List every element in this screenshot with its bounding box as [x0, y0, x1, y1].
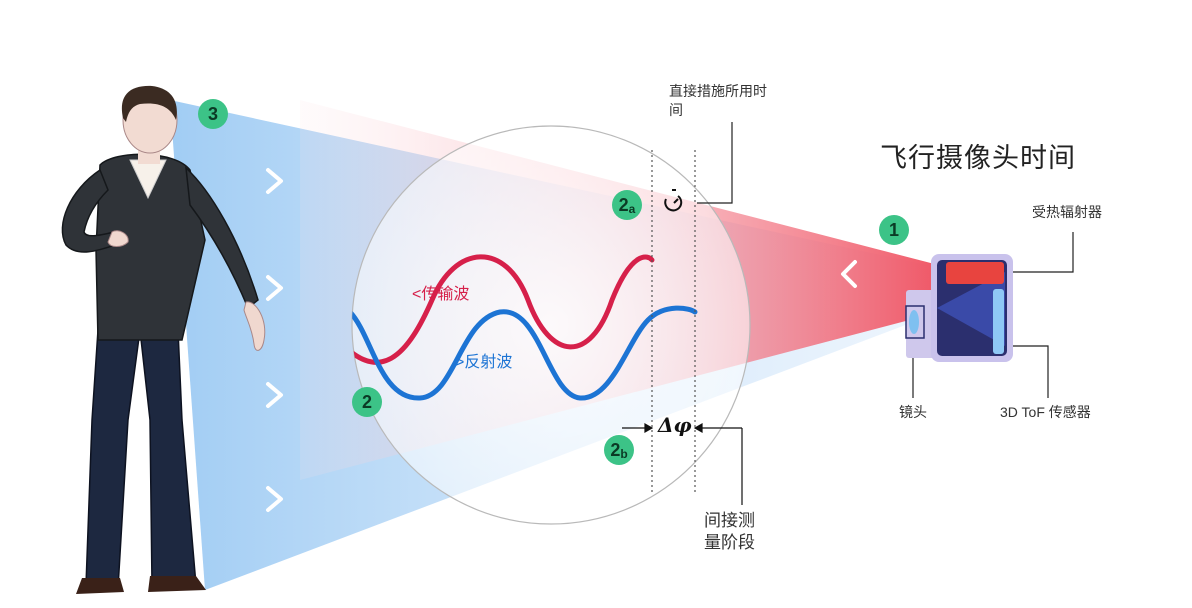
step-2b-sub: b	[620, 447, 628, 461]
step-2b-main: 2	[610, 440, 621, 460]
diagram-title: 飞行摄像头时间	[880, 143, 1076, 173]
direct-time-label-line1: 直接措施所用时	[669, 83, 767, 99]
indirect-phase-label: 间接测 量阶段	[704, 510, 755, 554]
step-3-badge: 3	[198, 99, 228, 129]
step-2a-sub: a	[628, 202, 636, 216]
person-figure	[61, 85, 266, 594]
tof-camera	[905, 254, 1013, 362]
step-2-badge: 2	[352, 387, 382, 417]
magnifier-circle	[351, 125, 751, 525]
chevron-left-icon	[841, 260, 857, 288]
transmit-wave	[352, 254, 655, 365]
sensor-leader	[1003, 345, 1049, 398]
indirect-phase-label-line1: 间接测	[704, 511, 755, 530]
lens-element	[909, 310, 919, 334]
reflect-wave	[352, 305, 698, 401]
step-1-badge: 1	[879, 215, 909, 245]
step-2b-badge: 2b	[604, 435, 634, 465]
sensor-strip	[993, 289, 1004, 354]
emitter-leader	[1005, 232, 1074, 273]
emitter-block	[946, 262, 1004, 284]
indirect-phase-label-line2: 量阶段	[704, 533, 755, 552]
direct-time-leader	[697, 122, 733, 204]
chevron-right-icon	[266, 168, 283, 512]
step-2a-badge: 2a	[612, 190, 642, 220]
phase-delta-arrows	[622, 422, 743, 505]
transmit-wave-label: <传输波	[412, 286, 470, 303]
phase-delta-label: Δφ	[658, 413, 692, 437]
sensor-label: 3D ToF 传感器	[1000, 404, 1091, 420]
reflect-wave-label: >反射波	[455, 354, 513, 371]
stopwatch-icon	[664, 189, 683, 212]
emitter-label: 受热辐射器	[1032, 204, 1102, 220]
direct-time-label: 直接措施所用时 间	[669, 82, 767, 120]
direct-time-label-line2: 间	[669, 102, 683, 118]
lens-label: 镜头	[899, 404, 927, 420]
step-2a-main: 2	[618, 195, 629, 215]
